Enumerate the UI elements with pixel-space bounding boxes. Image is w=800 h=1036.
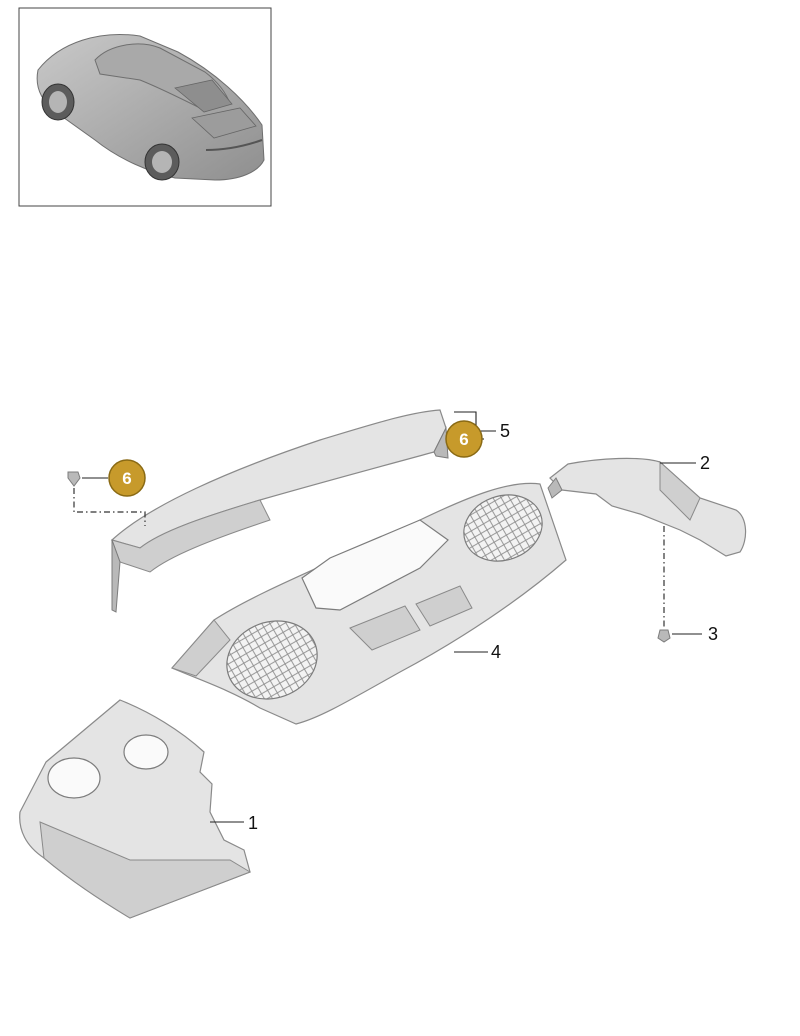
clip-part[interactable] [657,629,671,643]
callout-2: 2 [700,453,710,473]
right-speaker-grille [463,494,543,562]
callout-3: 3 [708,624,718,644]
car-thumbnail-icon [36,34,265,181]
rear-spoiler[interactable] [110,409,449,613]
callout-4: 4 [491,642,501,662]
car-thumbnail[interactable] [18,7,272,207]
callout-1: 1 [248,813,258,833]
badge-6-top-label: 6 [459,430,468,449]
center-panel[interactable] [171,482,567,725]
badge-6-top[interactable]: 6 [445,420,483,458]
left-speaker-grille [226,620,318,700]
badge-6-left-label: 6 [122,469,131,488]
callout-5: 5 [500,421,510,441]
left-trim-panel[interactable] [19,699,252,919]
screw-part[interactable] [67,471,81,487]
badge-6-left[interactable]: 6 [108,459,146,497]
leader-5 [454,411,496,432]
right-trim-panel[interactable] [547,457,747,557]
assembly-line-screw [73,488,146,526]
